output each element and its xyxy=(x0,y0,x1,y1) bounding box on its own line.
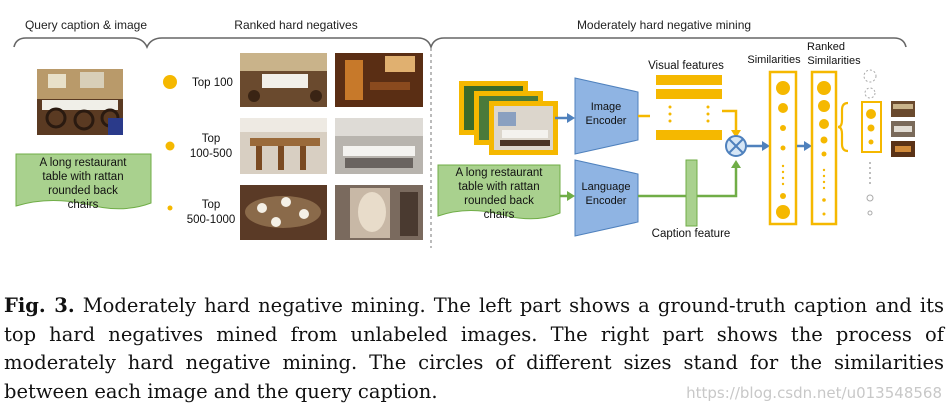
svg-text:table with rattan: table with rattan xyxy=(42,171,123,183)
svg-text:rounded back: rounded back xyxy=(48,185,118,197)
similarities-label: Similarities xyxy=(747,54,801,66)
svg-text:rounded back: rounded back xyxy=(464,195,534,207)
watermark: https://blog.csdn.net/u013548568 xyxy=(686,384,942,402)
rank-top1000-label-b: 500-1000 xyxy=(187,214,236,226)
negative-image-4 xyxy=(335,118,423,174)
svg-text:Language: Language xyxy=(582,181,631,193)
candidate-column xyxy=(861,69,882,216)
rank-dot-large xyxy=(163,75,177,89)
svg-text:chairs: chairs xyxy=(68,199,99,211)
svg-text:Encoder: Encoder xyxy=(586,115,627,127)
negative-image-5 xyxy=(240,185,327,240)
svg-text:A long restaurant: A long restaurant xyxy=(40,157,128,169)
caption-label: Fig. 3. xyxy=(4,294,75,317)
negative-image-2 xyxy=(335,53,423,107)
pipeline-arrows xyxy=(555,109,770,201)
rank-dot-medium xyxy=(165,141,175,151)
query-caption-box: A long restaurant table with rattan roun… xyxy=(15,153,152,211)
rank-top1000-label-a: Top xyxy=(202,199,221,211)
svg-text:A long restaurant: A long restaurant xyxy=(456,167,544,179)
image-encoder: Image Encoder xyxy=(574,77,639,155)
svg-text:table with rattan: table with rattan xyxy=(458,181,539,193)
rank-top500-label-b: 100-500 xyxy=(190,148,232,160)
negative-image-6 xyxy=(335,185,423,240)
query-image xyxy=(37,69,123,135)
caption-text: Moderately hard negative mining. The lef… xyxy=(4,294,944,403)
ranked-label-b: Similarities xyxy=(807,55,861,67)
ranked-similarities-column xyxy=(810,70,838,226)
ranked-label-a: Ranked xyxy=(807,41,845,53)
figure-diagram: Query caption & image Ranked hard negati… xyxy=(13,18,915,248)
figure-caption: Fig. 3. Moderately hard negative mining.… xyxy=(4,292,944,406)
rank-arrow-head xyxy=(804,141,812,151)
header-mining: Moderately hard negative mining xyxy=(577,18,751,32)
negative-image-1 xyxy=(240,53,327,107)
header-ranked: Ranked hard negatives xyxy=(234,18,357,32)
selection-brace xyxy=(837,101,849,153)
svg-text:chairs: chairs xyxy=(484,209,515,221)
selected-images xyxy=(891,101,915,157)
svg-text:Encoder: Encoder xyxy=(586,195,627,207)
header-braces xyxy=(13,37,907,50)
svg-text:Image: Image xyxy=(591,101,622,113)
multiply-node-icon xyxy=(725,135,747,157)
pipeline-caption-box: A long restaurant table with rattan roun… xyxy=(437,164,561,221)
rank-dot-small xyxy=(167,205,173,211)
similarities-column xyxy=(768,70,798,226)
rank-top100-label: Top 100 xyxy=(192,77,233,89)
language-encoder: Language Encoder xyxy=(574,159,639,237)
caption-feature-label: Caption feature xyxy=(652,228,731,240)
visual-feature-bars xyxy=(656,75,722,140)
header-query: Query caption & image xyxy=(25,18,147,32)
rank-top500-label-a: Top xyxy=(202,133,221,145)
visual-features-label: Visual features xyxy=(648,60,724,72)
input-image-stack xyxy=(459,81,558,155)
caption-feature-bar xyxy=(685,159,698,227)
negative-image-3 xyxy=(240,118,327,174)
